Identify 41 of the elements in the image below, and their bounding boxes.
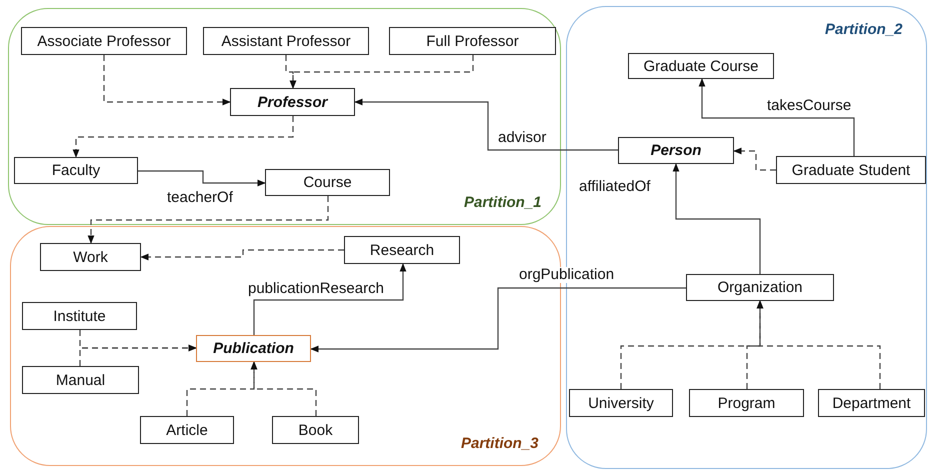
partition-label: Partition_3: [461, 435, 539, 452]
class-box: Program: [689, 389, 804, 417]
class-box: Publication: [196, 335, 311, 362]
class-box: Person: [618, 137, 734, 164]
dashed-arrow: [250, 361, 317, 416]
class-box: University: [569, 389, 673, 417]
class-box: Manual: [22, 366, 139, 394]
class-box: Work: [40, 243, 141, 271]
class-box: Associate Professor: [21, 27, 187, 55]
class-box: Professor: [230, 88, 355, 116]
arrow: [672, 163, 761, 274]
class-box: Institute: [22, 302, 137, 330]
arrow: [310, 287, 686, 352]
dashed-arrow: [756, 300, 881, 389]
class-box: Research: [344, 236, 460, 264]
partition-label: Partition_2: [825, 21, 903, 38]
class-box: Course: [265, 169, 390, 196]
dashed-arrow: [79, 344, 197, 366]
dashed-arrow: [72, 116, 294, 158]
class-box: Graduate Student: [776, 156, 926, 184]
class-box: Graduate Course: [628, 53, 774, 79]
class-box: Full Professor: [389, 27, 556, 55]
class-box: Assistant Professor: [203, 27, 369, 55]
partition-label: Partition_1: [464, 194, 542, 211]
dashed-arrow: [103, 55, 231, 106]
arrow: [253, 263, 406, 335]
edge-label: publicationResearch: [247, 281, 385, 297]
partition-region: [8, 8, 561, 225]
dashed-arrow: [88, 196, 329, 244]
arrow: [698, 78, 855, 156]
arrow: [138, 170, 266, 186]
dashed-arrow: [140, 249, 344, 260]
arrow: [354, 98, 618, 151]
class-box: Article: [140, 416, 234, 444]
dashed-arrow: [290, 55, 474, 89]
class-box: Organization: [686, 274, 834, 301]
dashed-arrow: [733, 148, 776, 171]
class-box: Faculty: [14, 157, 138, 184]
edge-label: orgPublication: [518, 267, 616, 283]
class-box: Book: [272, 416, 359, 444]
class-box: Department: [818, 389, 925, 417]
